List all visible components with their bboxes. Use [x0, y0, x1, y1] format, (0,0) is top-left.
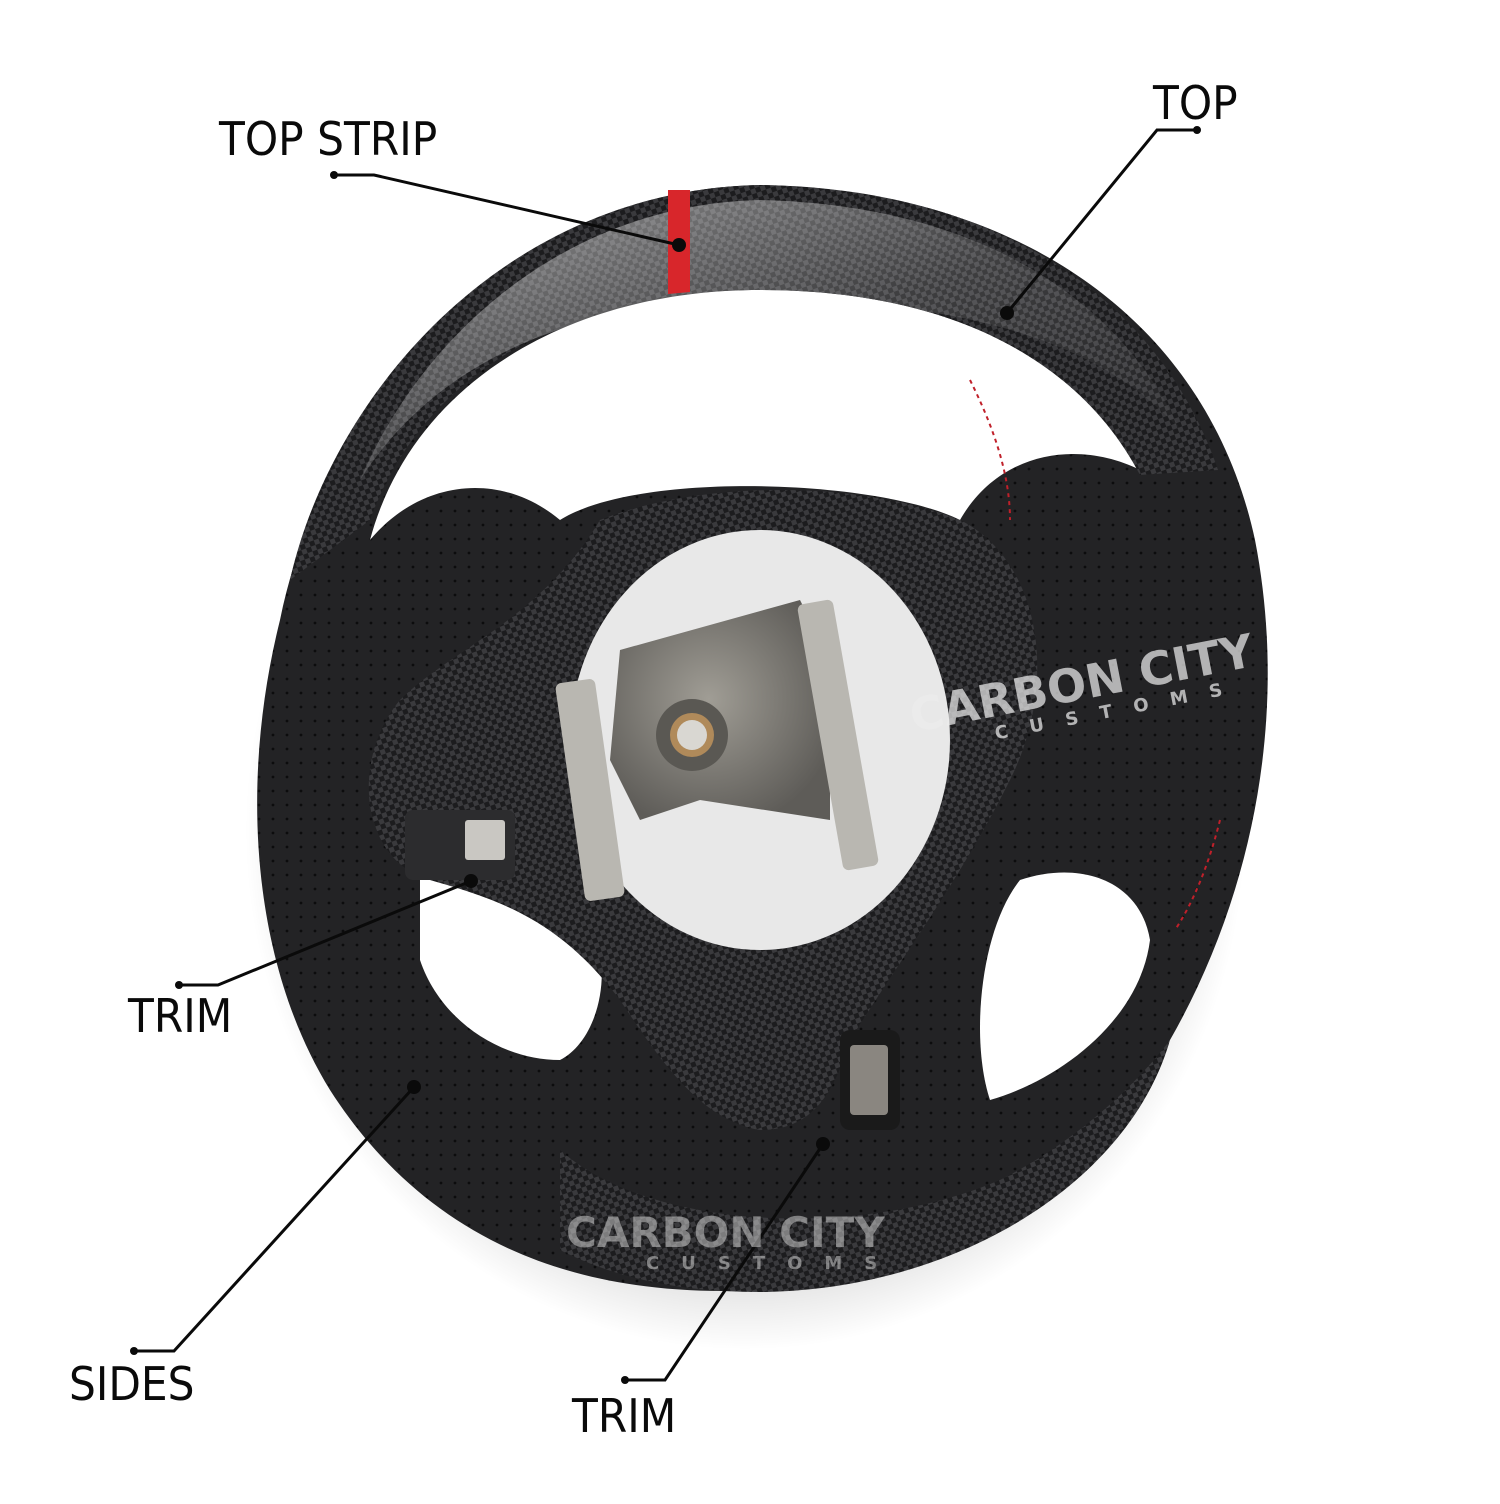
hub-metal: [610, 600, 830, 820]
label-trim-left: TRIM: [128, 989, 233, 1043]
leader-endpoint: [621, 1376, 629, 1384]
label-sides: SIDES: [69, 1357, 195, 1411]
label-top: TOP: [1153, 76, 1238, 130]
leader-endpoint: [130, 1347, 138, 1355]
leader-lines: [134, 128, 1197, 1382]
leader-endpoint: [1193, 126, 1201, 134]
leader-dot-top: [1000, 306, 1014, 320]
label-trim-bottom: TRIM: [572, 1389, 677, 1443]
leader-dot-trim-bottom: [816, 1137, 830, 1151]
rim-bottom-carbon: [560, 1040, 1170, 1292]
label-top-strip: TOP STRIP: [219, 112, 438, 166]
leader-endpoint: [175, 981, 183, 989]
leader-dot-trim-left: [464, 874, 478, 888]
leader-dot-top-strip: [672, 238, 686, 252]
leader-endpoint: [330, 171, 338, 179]
watermark-bottom: CARBON CITY CUSTOMS: [566, 1208, 900, 1274]
leader-dot-sides: [407, 1080, 421, 1094]
